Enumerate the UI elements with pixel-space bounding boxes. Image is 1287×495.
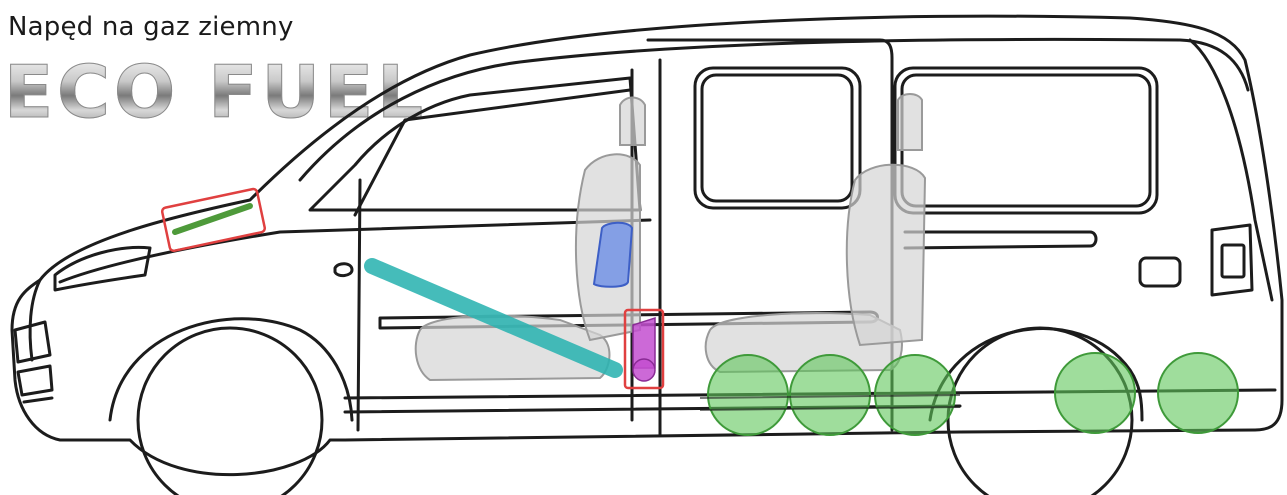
front-wheel-arch bbox=[110, 319, 352, 420]
rear-window bbox=[895, 68, 1157, 213]
gas-tank bbox=[1158, 353, 1238, 433]
middle-window bbox=[695, 68, 860, 208]
gas-tank bbox=[1055, 353, 1135, 433]
front-grille bbox=[15, 322, 52, 402]
front-wheel bbox=[138, 328, 322, 495]
tail-light bbox=[1212, 225, 1252, 295]
gas-tank bbox=[708, 355, 788, 435]
rear-seatback bbox=[847, 165, 925, 345]
gas-tank bbox=[790, 355, 870, 435]
